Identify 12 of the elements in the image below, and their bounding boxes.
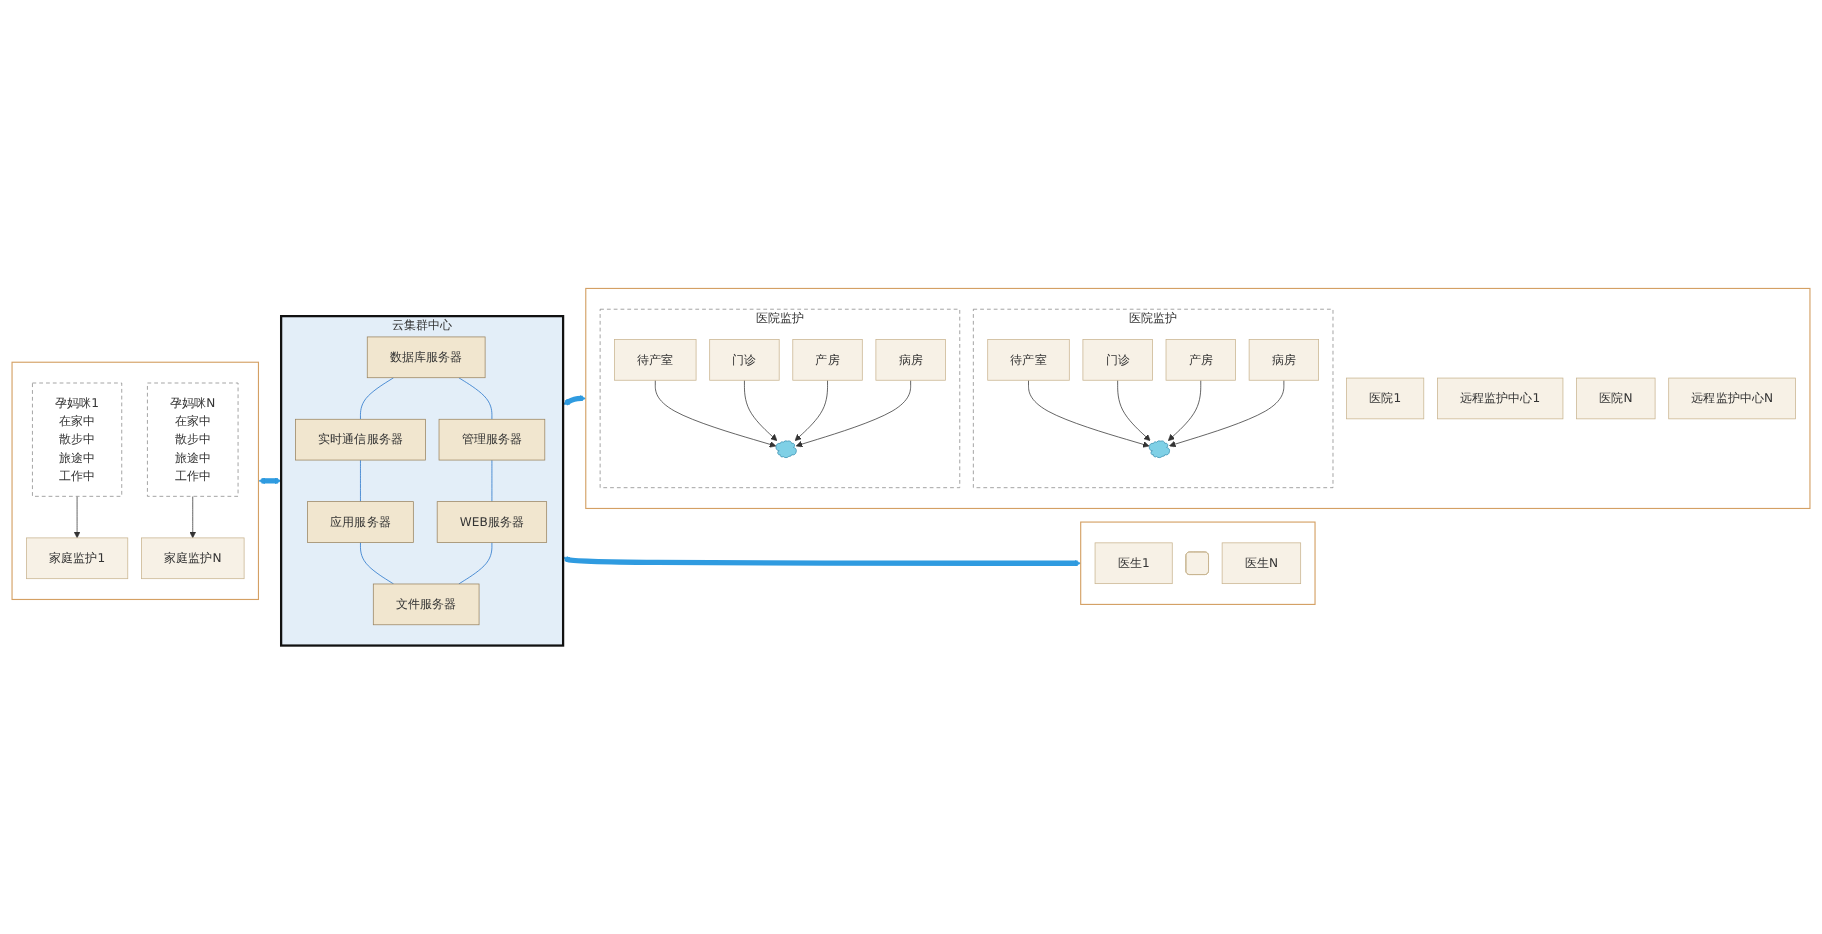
cluster [1080, 521, 1316, 605]
cluster [11, 361, 260, 601]
arrow [563, 395, 587, 406]
node-cloud [1148, 440, 1170, 458]
cluster [585, 287, 1811, 510]
connector [360, 542, 394, 585]
connector [360, 377, 394, 420]
arrow [563, 556, 1081, 567]
connector [458, 542, 493, 585]
connector [458, 377, 493, 420]
connector [360, 459, 361, 502]
node-cloud [775, 440, 797, 458]
